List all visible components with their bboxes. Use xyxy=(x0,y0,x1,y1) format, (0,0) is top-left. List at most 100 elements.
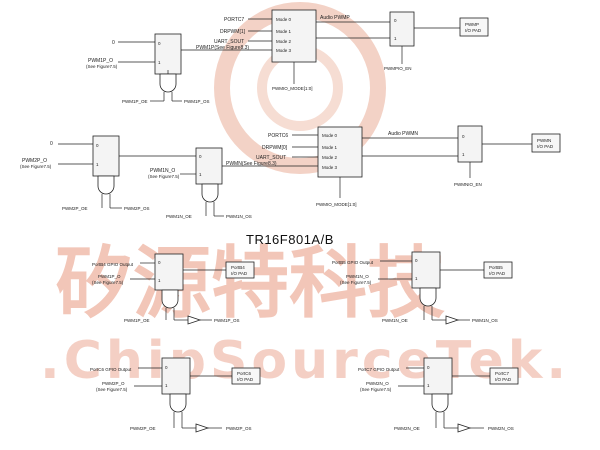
gpio-2-pwm: PWM2P_O xyxy=(102,381,125,386)
mid-out-mux xyxy=(457,125,483,163)
gpio-1-p0: 0 xyxy=(415,258,418,263)
gpio-3-port: PortC7 GPIO Output xyxy=(358,367,400,372)
gpio-3-p0: 0 xyxy=(427,365,430,370)
gpio-0-and-gate xyxy=(161,289,179,309)
gpio-2-sub: (See Figure7.5) xyxy=(96,387,128,392)
gpio-3-pad1: PortC7 xyxy=(495,371,510,376)
mid-mode-in0: PORTC6 xyxy=(268,133,288,139)
gpio-2-port: PortC6 GPIO Output xyxy=(90,367,132,372)
mid-audio-label: Audio PWMN xyxy=(388,131,418,137)
gpio-2-p0: 0 xyxy=(165,365,168,370)
top-pwmp-path: 0 PWM1P_O (See Figure7.5) 0 1 PWM1P_OE P… xyxy=(86,9,489,104)
gpio-0-oe: PWM1P_OE xyxy=(124,318,150,323)
gpio-0-sub: (See Figure7.5) xyxy=(92,280,124,285)
gpio-0-pad2: I/O PAD xyxy=(231,271,248,276)
gpio-0-p0: 0 xyxy=(158,260,161,265)
mid-en-label: PWMNIO_EN xyxy=(454,182,482,187)
gpio-1-pad xyxy=(483,261,513,279)
mid-mux-p0: 0 xyxy=(96,143,99,148)
mid-mux-n-p1: 1 xyxy=(199,172,202,177)
top-mode-in3: PWM1P(See Figure8.3) xyxy=(196,45,249,51)
gpio-3-and-gate xyxy=(431,393,449,413)
gpio-3-p1: 1 xyxy=(427,383,430,388)
top-pad-line1: PWMP xyxy=(465,22,479,27)
top-mode-sel: PWMIO_MODE[1:0] xyxy=(272,86,313,91)
top-mode-in0: PORTC7 xyxy=(224,17,244,23)
top-mode-in2: UART_SOUT xyxy=(214,39,244,45)
gpio-2-and-gate xyxy=(169,393,187,413)
gpio-3-pad xyxy=(489,367,519,385)
top-mux-p0: 0 xyxy=(158,41,161,46)
middle-pwmn-path: 0 PWM2P_O (See Figure7.5) 0 1 PWM2P_OE P… xyxy=(20,125,561,219)
mid-os-label: PWM2P_OS xyxy=(124,206,150,211)
mid-mode-in3: PWMN(See Figure8.3) xyxy=(226,161,277,167)
gpio-3-pwm: PWM2N_O xyxy=(366,381,389,386)
mid-oe-label: PWM2P_OE xyxy=(62,206,88,211)
gpio-0-port: PortB4 GPIO Output xyxy=(92,262,134,267)
mid-pad xyxy=(531,133,561,153)
gpio-0-p1: 1 xyxy=(158,278,161,283)
top-en-label: PWMPIO_EN xyxy=(384,66,412,71)
top-in1-sub: (See Figure7.5) xyxy=(86,64,118,69)
mid-in1-sub: (See Figure7.5) xyxy=(20,164,52,169)
gpio-3-mux xyxy=(423,357,453,395)
mid-inN-label: PWM1N_O xyxy=(150,168,175,174)
watermark-chinese: 矽源特科技 xyxy=(55,239,445,329)
gpio-block-0: PortB4 GPIO Output PWM1P_O (See Figure7.… xyxy=(92,253,255,325)
gpio-3-sub: (See Figure7.5) xyxy=(360,387,392,392)
top-os-label: PWM1P_OS xyxy=(184,99,210,104)
mid-mux xyxy=(92,135,120,177)
mid-mode3: Mode 3 xyxy=(322,165,338,170)
watermark: 矽源特科技 .ChipSourceTek. xyxy=(40,2,570,391)
gpio-1-pwm: PWM1N_O xyxy=(346,274,369,279)
gpio-3-os: PWM2N_OS xyxy=(488,426,514,431)
top-mode1: Mode 1 xyxy=(276,29,292,34)
mid-mode2: Mode 2 xyxy=(322,155,338,160)
mid-mux-n-p0: 0 xyxy=(199,154,202,159)
gpio-2-os: PWM2P_OS xyxy=(226,426,252,431)
gpio-2-pad1: PortC6 xyxy=(237,371,252,376)
mid-inN-sub: (See Figure7.5) xyxy=(148,174,180,179)
gpio-2-pad2: I/O PAD xyxy=(237,377,254,382)
mid-in1-label: PWM2P_O xyxy=(22,158,47,164)
mid-in0-label: 0 xyxy=(50,141,53,147)
top-oe-label: PWM1P_OE xyxy=(122,99,148,104)
mid-mode-in2: UART_SOUT xyxy=(256,155,286,161)
mid-mux-p1: 1 xyxy=(96,162,99,167)
mid-mode-block xyxy=(317,126,363,178)
mid-mode-in1: DRPWM[0] xyxy=(262,145,288,151)
gpio-block-3: PortC7 GPIO Output PWM2N_O (See Figure7.… xyxy=(358,357,519,433)
top-mode-block xyxy=(271,9,317,63)
top-mux xyxy=(154,33,182,75)
gpio-2-mux xyxy=(161,357,191,395)
gpio-2-p1: 1 xyxy=(165,383,168,388)
gpio-1-oe: PWM1N_OE xyxy=(382,318,408,323)
gpio-3-oe: PWM2N_OE xyxy=(394,426,420,431)
mid-mux-n xyxy=(195,147,223,185)
top-audio-label: Audio PWMP xyxy=(320,15,350,21)
top-and-gate xyxy=(159,73,177,93)
mid-pad-line1: PWMN xyxy=(537,138,551,143)
mid-mode1: Mode 1 xyxy=(322,145,338,150)
gpio-0-mux xyxy=(154,253,184,291)
top-pad-line2: I/O PAD xyxy=(465,28,482,33)
mid-out-mux-p1: 1 xyxy=(462,152,465,157)
top-in1-label: PWM1P_O xyxy=(88,58,113,64)
gpio-block-1: PortB5 GPIO Output PWM1N_O (See Figure7.… xyxy=(332,251,513,325)
top-pad xyxy=(459,17,489,37)
mid-pad-line2: I/O PAD xyxy=(537,144,554,149)
chip-title: TR16F801A/B xyxy=(246,232,334,247)
mid-n-and-gate xyxy=(201,183,219,203)
gpio-1-p1: 1 xyxy=(415,276,418,281)
top-mux-p1: 1 xyxy=(158,60,161,65)
gpio-1-os: PWM1N_OS xyxy=(472,318,498,323)
top-in0-label: 0 xyxy=(112,40,115,46)
gpio-3-pad2: I/O PAD xyxy=(495,377,512,382)
mid-out-mux-p0: 0 xyxy=(462,134,465,139)
mid-mode-sel: PWMIO_MODE[1:0] xyxy=(316,202,357,207)
watermark-english: .ChipSourceTek. xyxy=(40,331,570,391)
top-mode3: Mode 3 xyxy=(276,48,292,53)
top-mode-in1: DRPWM[1] xyxy=(220,29,246,35)
top-out-mux xyxy=(389,11,415,47)
